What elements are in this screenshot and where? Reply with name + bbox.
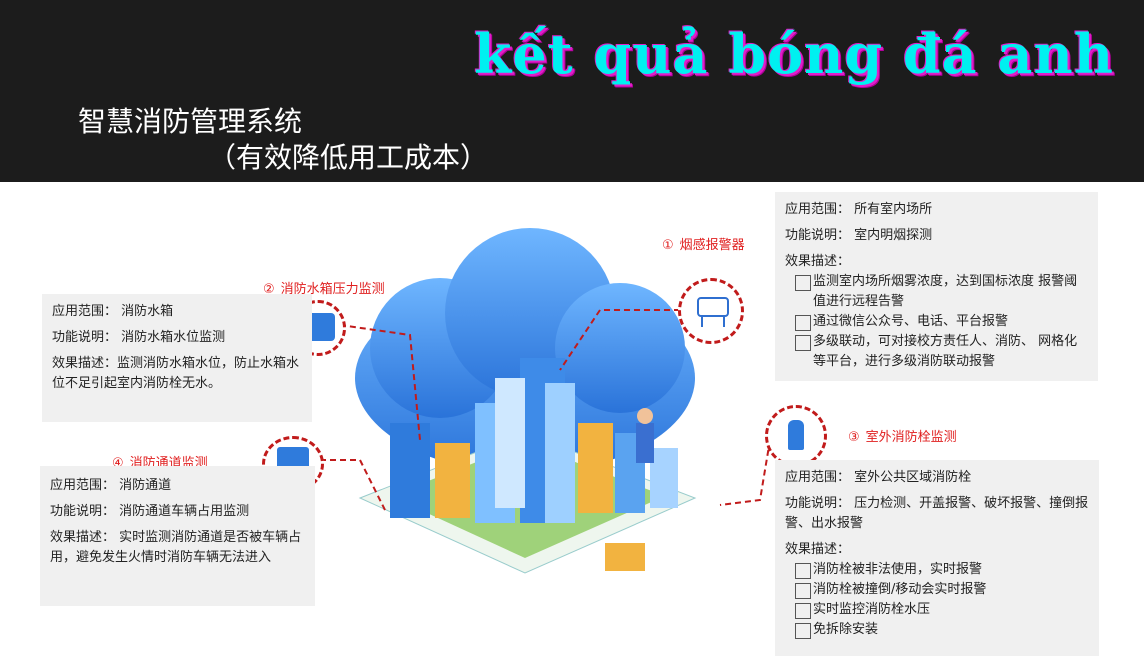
overlay-title: kết quả bóng đá anh — [474, 22, 1114, 86]
smoke-scope: 应用范围： 所有室内场所 — [785, 202, 933, 217]
fire-hydrant-icon — [765, 405, 827, 467]
smart-city-illustration — [355, 228, 697, 574]
smoke-effect-item: 监测室内场所烟雾浓度，达到国标浓度 报警阈值进行远程告警 — [785, 272, 1088, 312]
smoke-effect-item: 通过微信公众号、电话、平台报警 — [785, 312, 1088, 332]
hydrant-panel: 应用范围： 室外公共区域消防栓 功能说明： 压力检测、开盖报警、破坏报警、撞倒报… — [775, 460, 1099, 656]
smoke-detector-icon — [678, 278, 744, 344]
header-banner — [0, 0, 1144, 182]
smoke-function: 功能说明： 室内明烟探测 — [785, 228, 933, 243]
water-tank-effect: 效果描述：监测消防水箱水位，防止水箱水位不足引起室内消防栓无水。 — [52, 356, 300, 391]
page-title: 智慧消防管理系统 — [78, 105, 303, 138]
delivery-box — [605, 543, 645, 571]
passage-effect: 效果描述： 实时监测消防通道是否被车辆占用，避免发生火情时消防车辆无法进入 — [50, 530, 302, 565]
page-subtitle: （有效降低用工成本） — [208, 141, 489, 174]
passage-panel: 应用范围： 消防通道 功能说明： 消防通道车辆占用监测 效果描述： 实时监测消防… — [40, 466, 315, 606]
hydrant-scope: 应用范围： 室外公共区域消防栓 — [785, 470, 972, 485]
hydrant-effect-item: 免拆除安装 — [785, 620, 1089, 640]
hydrant-effects-label: 效果描述： — [785, 542, 851, 557]
hydrant-function: 功能说明： 压力检测、开盖报警、破坏报警、撞倒报警、出水报警 — [785, 496, 1089, 531]
person-figure — [636, 408, 654, 463]
water-tank-scope: 应用范围： 消防水箱 — [52, 304, 174, 319]
smoke-effect-item: 多级联动，可对接校方责任人、消防、 网格化等平台，进行多级消防联动报警 — [785, 332, 1088, 372]
passage-scope: 应用范围： 消防通道 — [50, 478, 172, 493]
water-tank-function: 功能说明： 消防水箱水位监测 — [52, 330, 226, 345]
passage-function: 功能说明： 消防通道车辆占用监测 — [50, 504, 250, 519]
hydrant-effect-item: 消防栓被非法使用，实时报警 — [785, 560, 1089, 580]
smoke-effects-label: 效果描述： — [785, 254, 851, 269]
hydrant-effect-item: 实时监控消防栓水压 — [785, 600, 1089, 620]
water-tank-panel: 应用范围： 消防水箱 功能说明： 消防水箱水位监测 效果描述：监测消防水箱水位，… — [42, 294, 312, 422]
hydrant-effect-item: 消防栓被撞倒/移动会实时报警 — [785, 580, 1089, 600]
smoke-detector-panel: 应用范围： 所有室内场所 功能说明： 室内明烟探测 效果描述： 监测室内场所烟雾… — [775, 192, 1098, 381]
